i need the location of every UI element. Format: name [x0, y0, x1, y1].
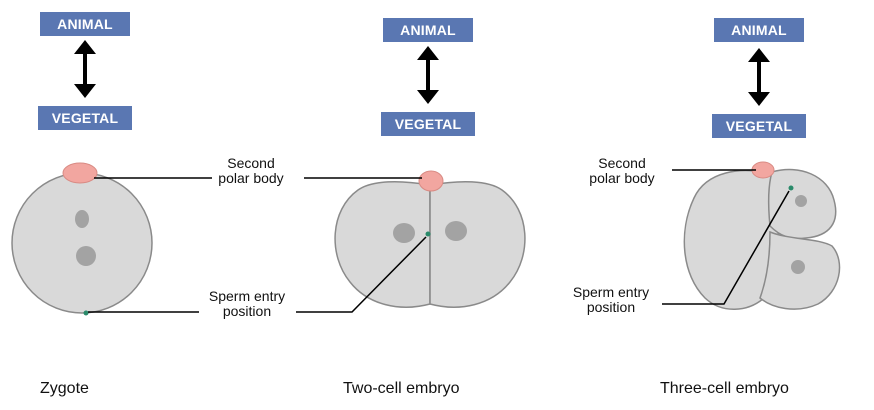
three-cell-embryo: [662, 162, 840, 309]
double-arrow-icon-two-cell: [417, 46, 439, 104]
second-polar-body-line1: Second: [203, 156, 299, 171]
three-cell-nucleus-lower: [791, 260, 805, 274]
second-polar-body-line1-three-cell: Second: [574, 156, 670, 171]
second-polar-body-label-zygote: Second polar body: [203, 156, 299, 186]
double-arrow-icon-three-cell: [748, 48, 770, 106]
caption-zygote: Zygote: [40, 380, 89, 398]
two-cell-nucleus-left: [393, 223, 415, 243]
sperm-entry-line1-three-cell: Sperm entry: [560, 285, 662, 300]
two-cell-right-blastomere: [430, 182, 525, 307]
two-cell-polar-body: [419, 171, 443, 191]
two-cell-sperm-entry-point: [426, 232, 431, 237]
caption-two-cell: Two-cell embryo: [343, 380, 459, 398]
zygote-nucleus-upper: [75, 210, 89, 228]
double-arrow-icon-zygote: [74, 40, 96, 98]
sperm-entry-line2: position: [196, 304, 298, 319]
zygote-sperm-entry-point: [84, 311, 89, 316]
sperm-entry-line2-three-cell: position: [560, 300, 662, 315]
sperm-entry-label-three-cell: Sperm entry position: [560, 285, 662, 315]
caption-three-cell: Three-cell embryo: [660, 380, 789, 398]
two-cell-embryo: [296, 171, 525, 312]
second-polar-body-label-three-cell: Second polar body: [574, 156, 670, 186]
second-polar-body-line2-three-cell: polar body: [574, 171, 670, 186]
sperm-entry-line1: Sperm entry: [196, 289, 298, 304]
two-cell-left-blastomere: [335, 182, 430, 307]
second-polar-body-line2: polar body: [203, 171, 299, 186]
three-cell-nucleus-upper: [795, 195, 807, 207]
three-cell-sperm-entry-point: [789, 186, 794, 191]
zygote-cell: [12, 163, 212, 316]
two-cell-nucleus-right: [445, 221, 467, 241]
zygote-polar-body: [63, 163, 97, 183]
zygote-nucleus-lower: [76, 246, 96, 266]
sperm-entry-label: Sperm entry position: [196, 289, 298, 319]
